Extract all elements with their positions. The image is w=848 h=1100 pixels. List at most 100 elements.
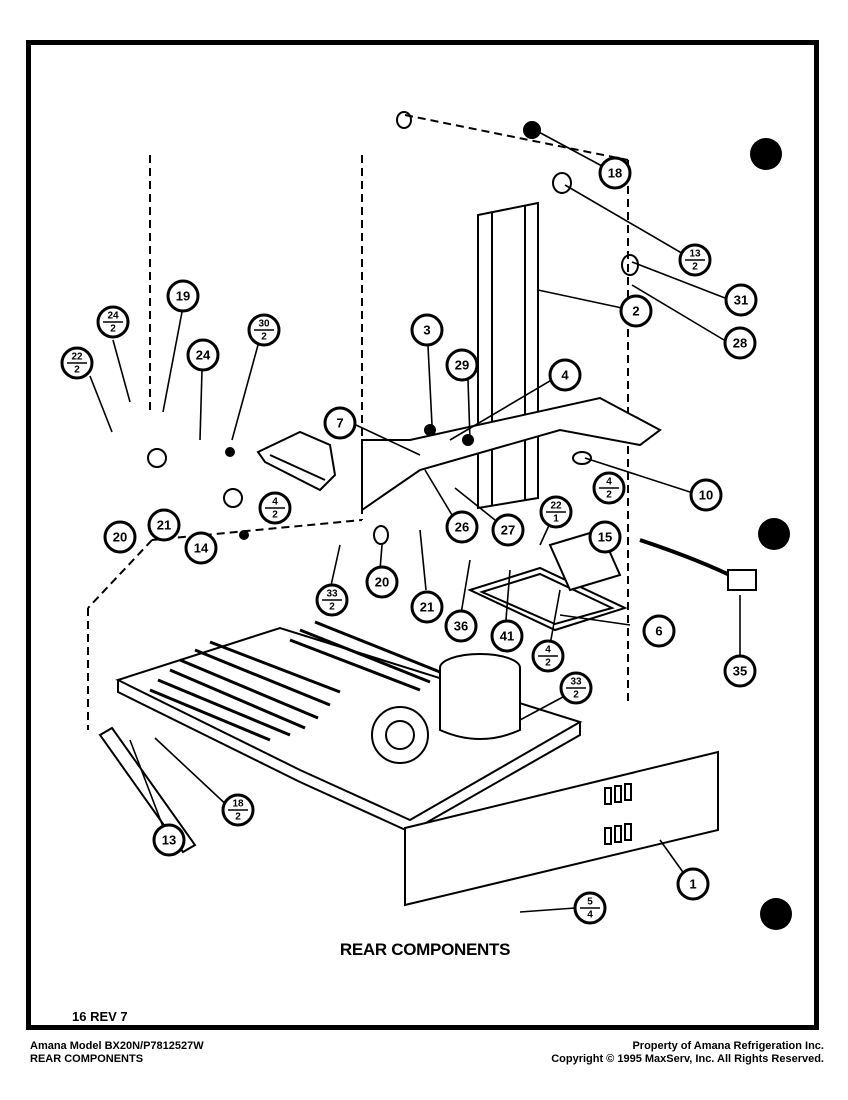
svg-text:2: 2 (272, 510, 278, 521)
callout-22-of-1: 221 (539, 495, 573, 529)
footer-property-line: Property of Amana Refrigeration Inc. (632, 1040, 824, 1052)
svg-text:2: 2 (632, 304, 639, 319)
rear-duct-panel (477, 201, 539, 510)
svg-text:29: 29 (455, 358, 469, 373)
callout-30-of-2: 302 (247, 313, 281, 347)
callout-3: 3 (410, 313, 444, 347)
callout-13-of-2: 132 (678, 243, 712, 277)
svg-text:33: 33 (326, 589, 338, 600)
front-grille (98, 726, 197, 854)
callout-26: 26 (445, 510, 479, 544)
base-pan (115, 626, 583, 834)
condenser-coil (149, 620, 441, 742)
callout-36: 36 (444, 609, 478, 643)
callout-31: 31 (724, 283, 758, 317)
svg-text:35: 35 (733, 664, 747, 679)
hardware-pieces (147, 111, 639, 545)
callout-4-of-2: 42 (258, 491, 292, 525)
callout-21: 21 (147, 508, 181, 542)
revision-note: 16 REV 7 (72, 1009, 128, 1024)
svg-text:4: 4 (606, 477, 612, 488)
svg-text:24: 24 (196, 348, 211, 363)
power-cord (639, 538, 757, 591)
svg-text:20: 20 (375, 575, 389, 590)
svg-text:2: 2 (606, 490, 612, 501)
binder-hole-top (750, 138, 782, 170)
svg-text:4: 4 (587, 910, 593, 921)
svg-text:14: 14 (194, 541, 209, 556)
callout-6: 6 (642, 614, 676, 648)
footer-right: Property of Amana Refrigeration Inc. Cop… (551, 1040, 824, 1066)
svg-text:19: 19 (176, 289, 190, 304)
diagram-title: REAR COMPONENTS (339, 940, 511, 959)
svg-text:3: 3 (423, 323, 430, 338)
svg-text:4: 4 (561, 368, 569, 383)
svg-text:24: 24 (107, 311, 119, 322)
binder-hole-middle (758, 518, 790, 550)
callout-5-of-4: 54 (573, 891, 607, 925)
svg-text:26: 26 (455, 520, 469, 535)
svg-text:22: 22 (550, 501, 562, 512)
callout-14: 14 (184, 531, 218, 565)
left-bracket (256, 430, 337, 492)
svg-text:2: 2 (235, 812, 241, 823)
callout-4-of-2: 42 (531, 639, 565, 673)
svg-text:5: 5 (587, 897, 593, 908)
callout-24: 24 (186, 338, 220, 372)
svg-text:33: 33 (570, 677, 582, 688)
svg-text:36: 36 (454, 619, 468, 634)
svg-text:21: 21 (420, 600, 434, 615)
callout-41: 41 (490, 619, 524, 653)
svg-text:22: 22 (71, 352, 83, 363)
svg-text:1: 1 (689, 877, 696, 892)
footer-model-line: Amana Model BX20N/P7812527W (30, 1040, 204, 1052)
callout-35: 35 (723, 654, 757, 688)
callout-2: 2 (619, 294, 653, 328)
callout-21: 21 (410, 590, 444, 624)
rear-access-panel (404, 750, 719, 907)
callout-20: 20 (103, 520, 137, 554)
compressor (371, 653, 521, 764)
callout-18: 18 (598, 156, 632, 190)
footer-section-line: REAR COMPONENTS (30, 1053, 144, 1065)
svg-text:6: 6 (655, 624, 662, 639)
svg-text:28: 28 (733, 336, 747, 351)
svg-text:2: 2 (110, 324, 116, 335)
callout-10: 10 (689, 478, 723, 512)
callout-13: 13 (152, 823, 186, 857)
svg-text:4: 4 (272, 497, 278, 508)
callout-1: 1 (676, 867, 710, 901)
binder-hole-bottom (760, 898, 792, 930)
svg-text:21: 21 (157, 518, 171, 533)
svg-text:20: 20 (113, 530, 127, 545)
svg-text:4: 4 (545, 645, 551, 656)
callout-33-of-2: 332 (559, 671, 593, 705)
svg-text:15: 15 (598, 530, 612, 545)
svg-text:2: 2 (74, 365, 80, 376)
svg-text:31: 31 (734, 293, 748, 308)
callout-27: 27 (491, 513, 525, 547)
svg-text:1: 1 (553, 514, 559, 525)
svg-text:13: 13 (162, 833, 176, 848)
svg-text:7: 7 (336, 416, 343, 431)
callout-29: 29 (445, 348, 479, 382)
svg-text:10: 10 (699, 488, 713, 503)
footer-copyright-line: Copyright © 1995 MaxServ, Inc. All Right… (551, 1053, 824, 1065)
callout-24-of-2: 242 (96, 305, 130, 339)
svg-text:27: 27 (501, 523, 515, 538)
callout-33-of-2: 332 (315, 583, 349, 617)
callout-4: 4 (548, 358, 582, 392)
svg-text:2: 2 (261, 332, 267, 343)
svg-text:41: 41 (500, 629, 514, 644)
svg-text:18: 18 (232, 799, 244, 810)
svg-text:2: 2 (545, 658, 551, 669)
svg-text:2: 2 (573, 690, 579, 701)
callout-22-of-2: 222 (60, 346, 94, 380)
callout-20: 20 (365, 565, 399, 599)
svg-text:2: 2 (329, 602, 335, 613)
svg-text:18: 18 (608, 166, 622, 181)
callout-18-of-2: 182 (221, 793, 255, 827)
callout-7: 7 (323, 406, 357, 440)
callout-19: 19 (166, 279, 200, 313)
